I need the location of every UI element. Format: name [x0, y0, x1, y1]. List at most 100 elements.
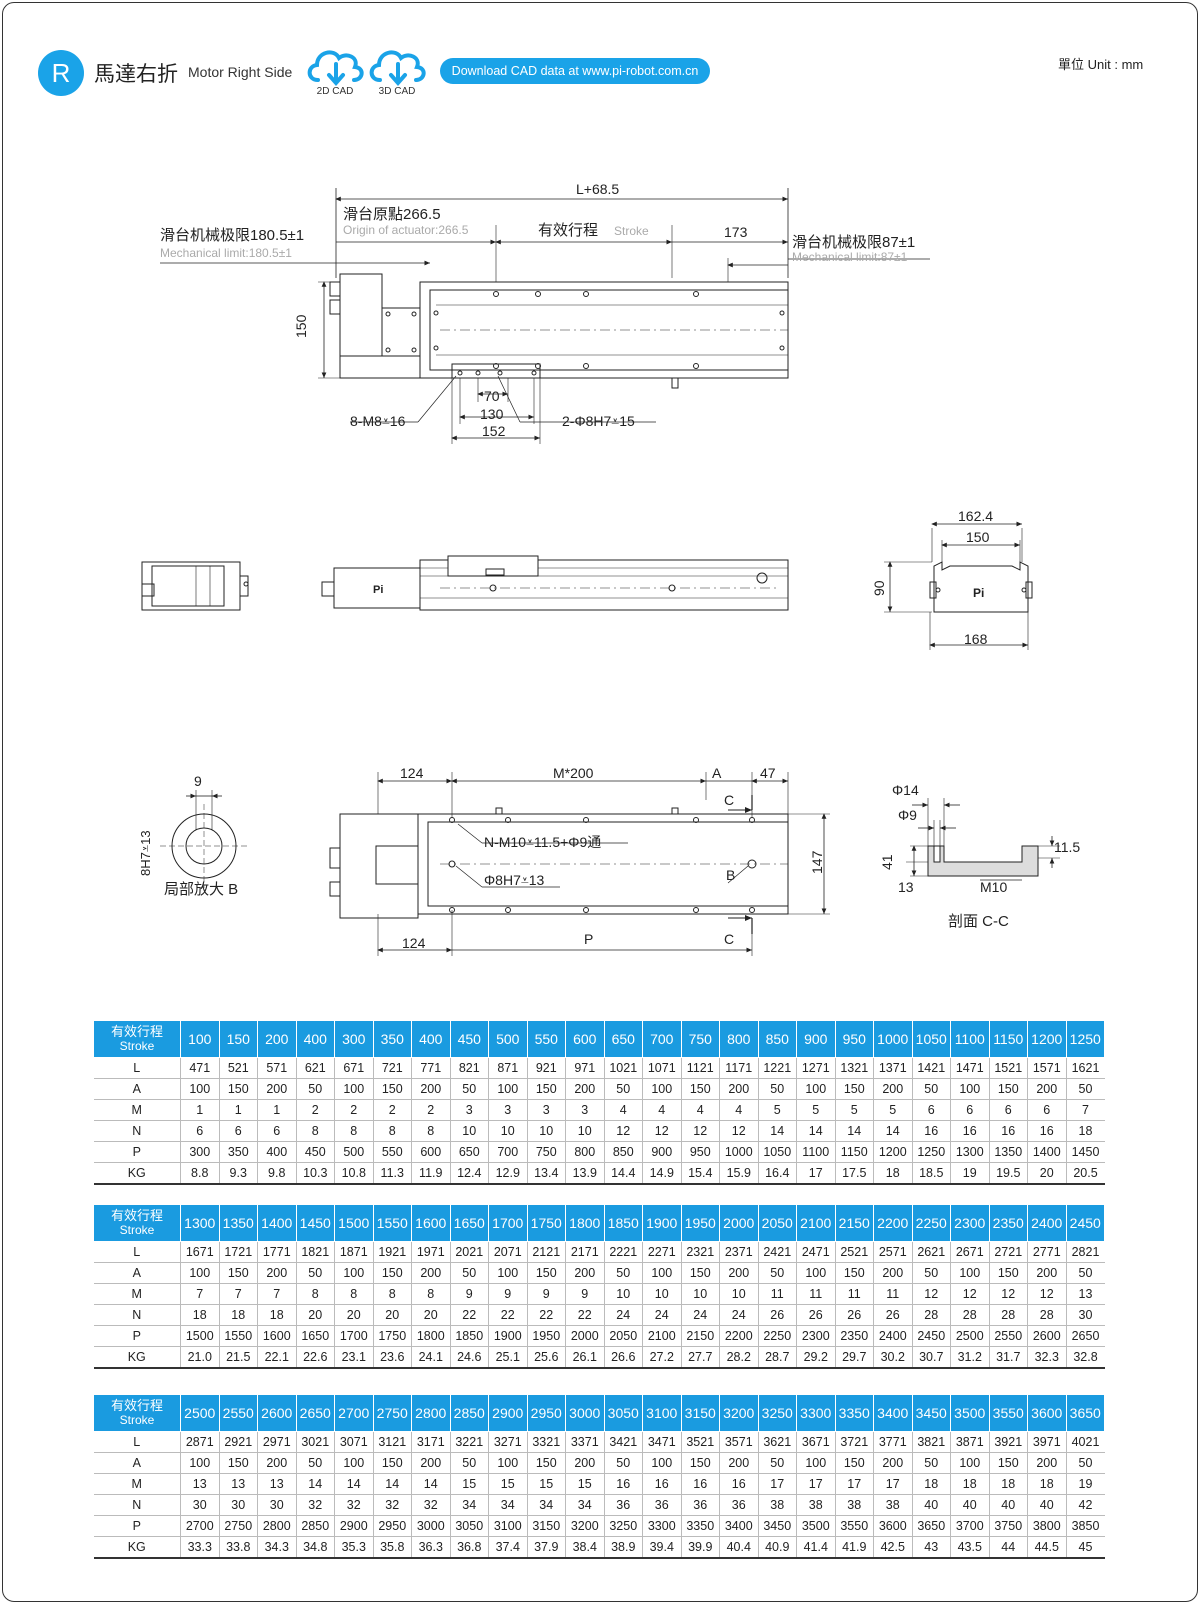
download-cad-link[interactable]: Download CAD data at www.pi-robot.com.cn [440, 58, 710, 84]
table-cell: 6 [950, 1099, 990, 1121]
table-cell: 18 [1027, 1473, 1067, 1495]
table-cell: 14.4 [604, 1162, 643, 1185]
row-label: P [93, 1515, 181, 1537]
table-cell: 150 [989, 1452, 1028, 1474]
table-cell: 2171 [565, 1241, 605, 1263]
table-cell: 24 [719, 1304, 759, 1326]
table-cell: 50 [1066, 1078, 1105, 1100]
table-cell: 3 [450, 1099, 489, 1121]
dim-total-length: L+68.5 [576, 181, 619, 197]
table-cell: 28 [1027, 1304, 1067, 1326]
table-cell: 37.9 [527, 1536, 566, 1559]
table-cell: 10 [604, 1283, 643, 1305]
table-cell: 2871 [180, 1431, 220, 1453]
table-cell: 3671 [796, 1431, 836, 1453]
table-cell: 11.3 [373, 1162, 412, 1185]
stroke-column-header: 1900 [642, 1204, 682, 1242]
table-cell: 50 [296, 1262, 335, 1284]
dim-147: 147 [809, 850, 825, 874]
stroke-column-header: 1100 [950, 1020, 990, 1058]
table-cell: 2721 [989, 1241, 1028, 1263]
table-cell: 10.3 [296, 1162, 335, 1185]
table-cell: 1121 [681, 1057, 720, 1079]
table-cell: 38.4 [565, 1536, 605, 1559]
stroke-column-header: 3200 [719, 1394, 759, 1432]
table-cell: 400 [257, 1141, 297, 1163]
logo-pi: Pi [373, 584, 383, 596]
table-cell: 1321 [835, 1057, 874, 1079]
table-cell: 200 [411, 1262, 451, 1284]
table-cell: 100 [488, 1452, 528, 1474]
table-cell: 6 [989, 1099, 1028, 1121]
table-cell: 3250 [604, 1515, 643, 1537]
table-cell: 32 [296, 1494, 335, 1516]
table-cell: 13.4 [527, 1162, 566, 1185]
dim-70: 70 [484, 388, 500, 404]
stroke-column-header: 2300 [950, 1204, 990, 1242]
bottom-view [329, 772, 830, 956]
table-cell: 8 [296, 1120, 335, 1142]
table-cell: 200 [719, 1078, 759, 1100]
table-cell: 20 [1027, 1162, 1067, 1185]
table-cell: 50 [450, 1262, 489, 1284]
table-cell: 200 [257, 1452, 297, 1474]
cloud-download-icon [307, 50, 364, 87]
table-cell: 12 [719, 1120, 759, 1142]
table-cell: 44 [989, 1536, 1028, 1559]
table-cell: 6 [257, 1120, 297, 1142]
table-cell: 19 [1066, 1473, 1105, 1495]
table-cell: 4 [681, 1099, 720, 1121]
table-cell: 17.5 [835, 1162, 874, 1185]
stroke-column-header: 2950 [526, 1394, 566, 1432]
table-cell: 37.4 [488, 1536, 528, 1559]
table-cell: 50 [912, 1262, 951, 1284]
table-cell: 16 [604, 1473, 643, 1495]
table-cell: 4 [719, 1099, 759, 1121]
table-cell: 2321 [681, 1241, 720, 1263]
stroke-column-header: 2900 [488, 1394, 528, 1432]
cad-2d-download[interactable]: 2D CAD [304, 44, 366, 97]
cad-3d-download[interactable]: 3D CAD [366, 44, 428, 97]
row-label: P [93, 1325, 181, 1347]
table-cell: 1250 [912, 1141, 951, 1163]
thread-callout: 8-M8⩡16 [350, 413, 406, 429]
table-cell: 150 [373, 1452, 412, 1474]
table-cell: 550 [373, 1141, 412, 1163]
stroke-column-header: 3100 [642, 1394, 682, 1432]
table-cell: 40.4 [719, 1536, 759, 1559]
table-cell: 1600 [257, 1325, 297, 1347]
section-dim-13: 13 [898, 879, 914, 895]
row-label: A [93, 1452, 181, 1474]
table-cell: 100 [334, 1078, 374, 1100]
table-cell: 2050 [604, 1325, 643, 1347]
table-cell: 30 [257, 1494, 297, 1516]
table-cell: 3300 [642, 1515, 682, 1537]
table-cell: 1721 [219, 1241, 258, 1263]
stroke-column-header: 650 [603, 1020, 643, 1058]
table-cell: 150 [681, 1452, 720, 1474]
table-cell: 3050 [450, 1515, 489, 1537]
row-label: L [93, 1431, 181, 1453]
label-c-bottom: C [724, 931, 734, 947]
table-cell: 16 [912, 1120, 951, 1142]
stroke-column-header: 350 [372, 1020, 412, 1058]
table-cell: 13 [219, 1473, 258, 1495]
table-cell: 1300 [950, 1141, 990, 1163]
technical-drawing: L+68.5 滑台原點266.5 Origin of actuator:266.… [138, 181, 1080, 956]
table-cell: 2271 [642, 1241, 682, 1263]
table-cell: 14 [334, 1473, 374, 1495]
table-cell: 950 [681, 1141, 720, 1163]
table-cell: 821 [450, 1057, 489, 1079]
table-cell: 42.5 [873, 1536, 913, 1559]
table-cell: 16.4 [758, 1162, 797, 1185]
table-cell: 11 [835, 1283, 874, 1305]
table-cell: 21.0 [180, 1346, 220, 1369]
stroke-column-header: 3400 [873, 1394, 913, 1432]
stroke-column-header: 300 [334, 1020, 374, 1058]
table-cell: 2200 [719, 1325, 759, 1347]
table-cell: 5 [835, 1099, 874, 1121]
table-cell: 18 [950, 1473, 990, 1495]
